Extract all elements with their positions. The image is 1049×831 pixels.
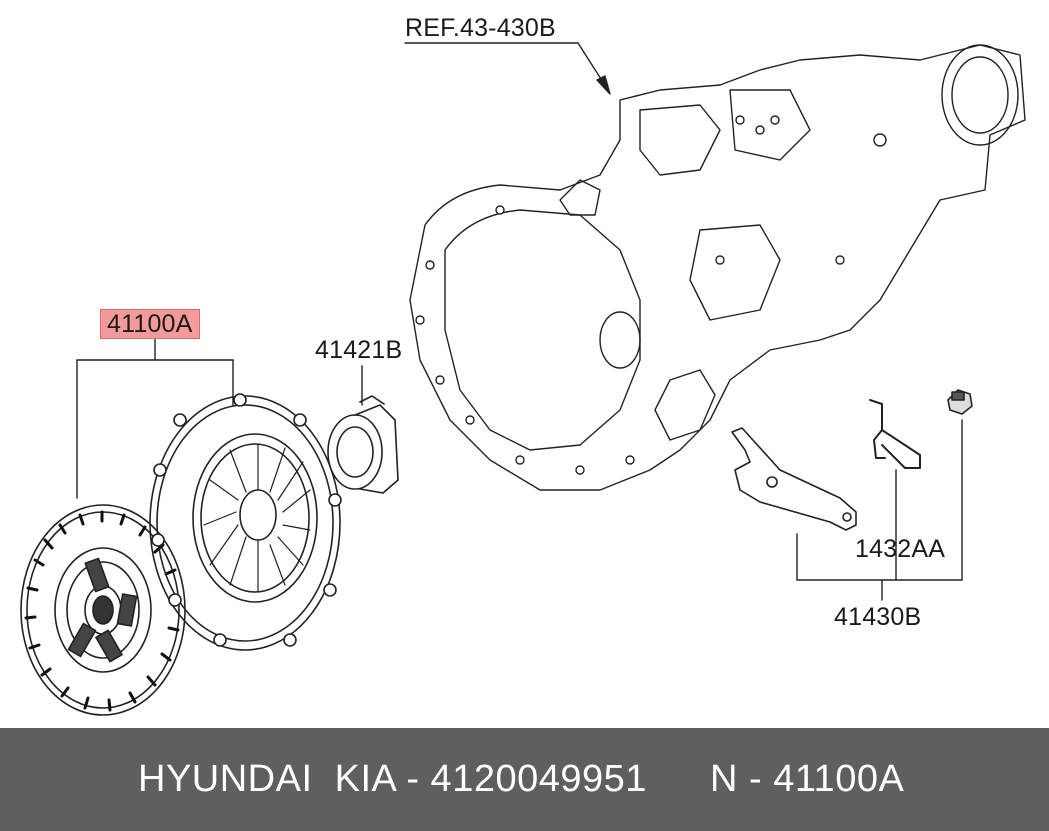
label-spring: 1432AA: [855, 535, 946, 563]
footer-brand-part-number: HYUNDAI KIA - 4120049951: [138, 758, 647, 800]
diagram-drawing: [20, 42, 1026, 716]
release-bearing: [327, 395, 399, 494]
footer-catalog-code: N - 41100A: [710, 758, 905, 800]
leader-lines: [76, 42, 963, 601]
label-ref: REF.43-430B: [405, 14, 556, 42]
footer-bar: HYUNDAI KIA - 4120049951 N - 41100A: [0, 728, 1049, 831]
label-kit-highlighted[interactable]: 41100A: [100, 309, 200, 339]
clutch-disc: [20, 504, 186, 716]
release-fork: [731, 427, 857, 531]
label-bearing: 41421B: [315, 336, 403, 364]
transmission: [409, 44, 1026, 491]
pivot-bolt: [947, 389, 973, 415]
pressure-plate: [149, 393, 342, 651]
label-fork: 41430B: [834, 603, 922, 631]
parts-diagram: REF.43-430B 41100A 41421B 1432AA 41430B: [20, 14, 1026, 716]
retaining-spring: [869, 399, 921, 469]
